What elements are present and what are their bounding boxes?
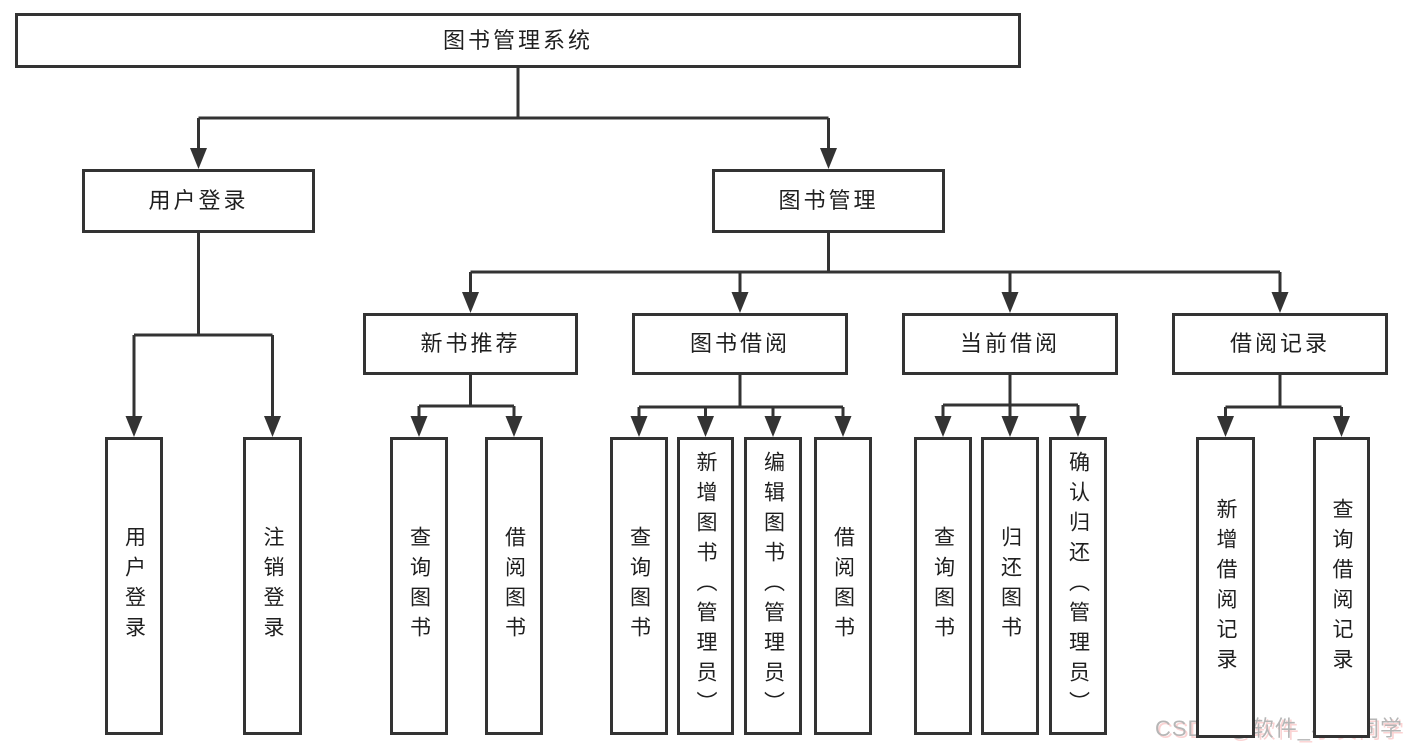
node-label-leaf-nbr-borrow-book: 借阅图书 [502,526,526,646]
node-leaf-nbr-query-book: 查询图书 [390,437,448,735]
node-book-borrow: 图书借阅 [632,313,848,375]
node-label-user-login: 用户登录 [148,188,249,213]
node-label-leaf-bb-borrow-book: 借阅图书 [831,526,855,646]
node-leaf-br-add-record: 新增借阅记录 [1196,437,1255,738]
node-label-book-mgmt: 图书管理 [778,188,879,213]
node-label-leaf-logout: 注销登录 [261,526,284,646]
node-leaf-cb-return-book: 归还图书 [981,437,1039,735]
node-label-borrow-records: 借阅记录 [1229,331,1330,356]
node-new-book-rec: 新书推荐 [363,313,578,375]
node-leaf-nbr-borrow-book: 借阅图书 [485,437,543,735]
node-label-new-book-rec: 新书推荐 [420,331,521,356]
node-leaf-br-query-record: 查询借阅记录 [1313,437,1370,738]
node-label-leaf-cb-query-book: 查询图书 [931,526,955,646]
node-user-login: 用户登录 [82,169,315,233]
node-leaf-bb-query-book: 查询图书 [610,437,668,735]
node-root: 图书管理系统 [15,13,1021,68]
node-label-leaf-bb-add-book-admin: 新增图书（管理员） [694,451,717,721]
node-leaf-user-login: 用户登录 [105,437,163,735]
node-leaf-bb-edit-book-admin: 编辑图书（管理员） [744,437,802,735]
node-label-leaf-cb-return-book: 归还图书 [998,526,1022,646]
node-label-leaf-br-query-record: 查询借阅记录 [1330,497,1353,678]
node-label-leaf-bb-query-book: 查询图书 [627,526,651,646]
node-label-root: 图书管理系统 [442,27,593,53]
node-label-leaf-nbr-query-book: 查询图书 [407,526,431,646]
node-label-leaf-cb-confirm-admin: 确认归还（管理员） [1066,451,1090,721]
node-leaf-cb-query-book: 查询图书 [914,437,972,735]
node-current-borrow: 当前借阅 [902,313,1118,375]
node-leaf-cb-confirm-admin: 确认归还（管理员） [1049,437,1107,735]
node-leaf-logout: 注销登录 [243,437,302,735]
node-label-current-borrow: 当前借阅 [959,331,1060,356]
node-leaf-bb-borrow-book: 借阅图书 [814,437,872,735]
node-borrow-records: 借阅记录 [1172,313,1388,375]
node-label-leaf-bb-edit-book-admin: 编辑图书（管理员） [761,451,785,721]
node-label-book-borrow: 图书借阅 [689,331,790,356]
node-leaf-bb-add-book-admin: 新增图书（管理员） [677,437,734,735]
node-label-leaf-user-login: 用户登录 [122,526,146,646]
node-book-mgmt: 图书管理 [712,169,945,233]
node-label-leaf-br-add-record: 新增借阅记录 [1214,497,1237,678]
